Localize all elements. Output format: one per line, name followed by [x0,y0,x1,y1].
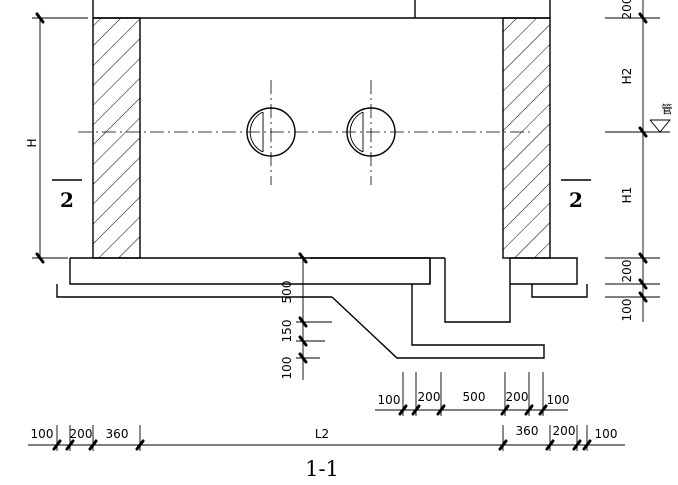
dim-mid-500: 500 [280,281,294,304]
pipe-note-text: 管 [662,102,673,116]
dim-right-200-top: 200 [620,0,634,19]
label-H2: H2 [620,68,634,85]
sump-pit [310,257,545,359]
dim-sump-500: 500 [463,390,486,404]
dim-bottom-100-left: 100 [31,427,54,441]
dim-bottom-360-left: 360 [106,427,129,441]
dim-right-chain: 200 H2 H1 200 100 [605,0,670,322]
dim-sump-200-right: 200 [506,390,529,404]
dim-bottom-100-right: 100 [595,427,618,441]
left-wall [92,0,141,259]
dim-sump-100-right: 100 [547,393,570,407]
center-lines [78,80,530,185]
dim-sump-chain: 100 200 500 200 100 [375,372,569,416]
dim-mid-chain: 500 150 100 [280,252,332,380]
dim-bottom-chain: 100 200 360 L2 360 200 100 [28,424,625,451]
right-wall [502,0,551,259]
dim-bottom-360-right: 360 [516,424,539,438]
drawing-title: 1-1 [305,457,339,481]
pipe-elevation-note: 管 [649,102,673,133]
section-mark-left: 2 [52,179,82,212]
label-H: H [25,138,39,147]
dim-sump-100-left: 100 [378,393,401,407]
dim-bottom-200-right: 200 [553,424,576,438]
base-slab [56,257,588,298]
section-mark-left-text: 2 [60,188,74,212]
dim-mid-150: 150 [280,320,294,343]
dim-height-H: H [25,12,88,264]
label-H1: H1 [620,187,634,204]
dim-right-100: 100 [620,299,634,322]
section-mark-right: 2 [561,179,591,212]
top-outline [93,0,550,19]
dim-bottom-200-left: 200 [70,427,93,441]
label-L2: L2 [315,427,329,441]
dim-mid-100: 100 [280,357,294,380]
dim-right-200-bottom: 200 [620,260,634,283]
section-mark-right-text: 2 [569,188,583,212]
dim-sump-200-left: 200 [418,390,441,404]
